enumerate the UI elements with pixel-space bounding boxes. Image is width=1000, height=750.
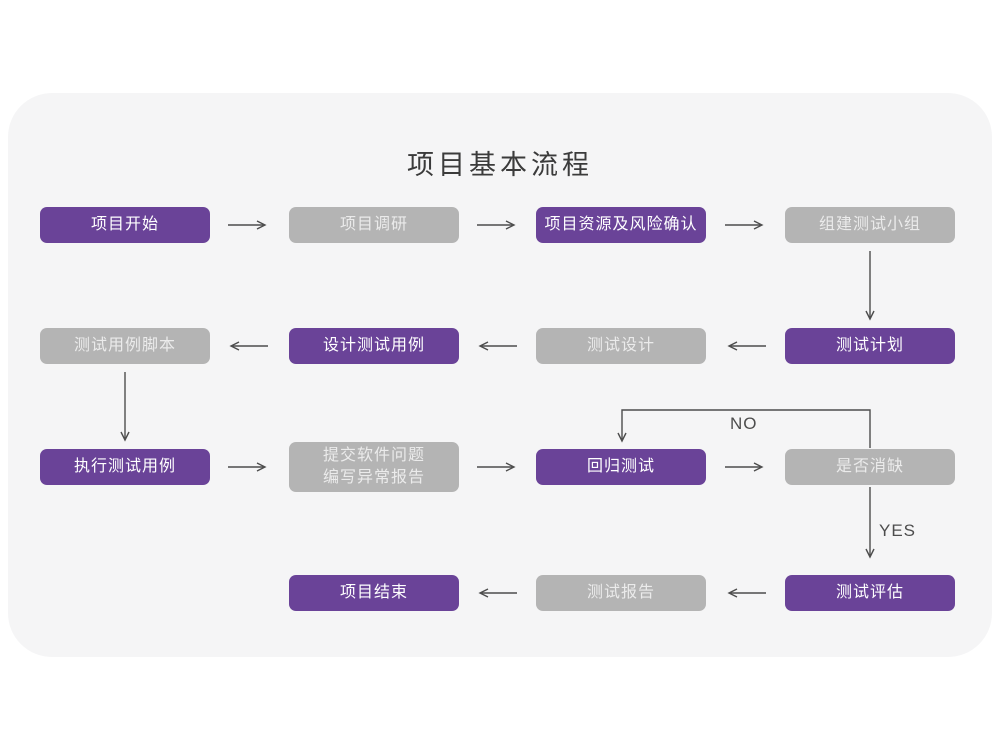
- node-label: 项目开始: [90, 216, 159, 233]
- node-label: 项目资源及风险确认: [544, 216, 698, 233]
- flow-node-test-plan: 测试计划: [785, 328, 955, 364]
- flow-node-test-evaluation: 测试评估: [785, 575, 955, 611]
- flow-node-project-research: 项目调研: [289, 207, 459, 243]
- node-label: 测试用例脚本: [73, 337, 176, 354]
- flow-node-defect-cleared: 是否消缺: [785, 449, 955, 485]
- flow-node-test-design: 测试设计: [536, 328, 706, 364]
- branch-label-no: NO: [730, 414, 758, 433]
- node-label: 提交软件问题 编写异常报告: [322, 447, 425, 486]
- branch-label-yes: YES: [879, 521, 917, 540]
- node-label: 测试报告: [586, 584, 655, 601]
- page-title: 项目基本流程: [407, 150, 593, 180]
- node-label: 测试评估: [835, 584, 904, 601]
- flow-node-resource-risk: 项目资源及风险确认: [536, 207, 706, 243]
- flow-node-run-test-case: 执行测试用例: [40, 449, 210, 485]
- node-label: 组建测试小组: [818, 216, 921, 233]
- flow-node-test-report: 测试报告: [536, 575, 706, 611]
- flow-node-build-test-team: 组建测试小组: [785, 207, 955, 243]
- node-label: 测试设计: [586, 337, 655, 354]
- flow-node-submit-bug-report: 提交软件问题 编写异常报告: [289, 442, 459, 492]
- flow-node-project-start: 项目开始: [40, 207, 210, 243]
- node-label: 项目调研: [339, 216, 408, 233]
- node-label: 项目结束: [339, 584, 408, 601]
- node-label: 执行测试用例: [73, 458, 176, 475]
- node-label: 是否消缺: [835, 458, 904, 475]
- flow-node-regression-test: 回归测试: [536, 449, 706, 485]
- node-label: 回归测试: [586, 458, 655, 475]
- flowchart-card: [8, 93, 992, 657]
- flow-node-design-test-case: 设计测试用例: [289, 328, 459, 364]
- node-label: 设计测试用例: [322, 337, 425, 354]
- node-label: 测试计划: [835, 337, 904, 354]
- flow-node-test-case-script: 测试用例脚本: [40, 328, 210, 364]
- flow-node-project-end: 项目结束: [289, 575, 459, 611]
